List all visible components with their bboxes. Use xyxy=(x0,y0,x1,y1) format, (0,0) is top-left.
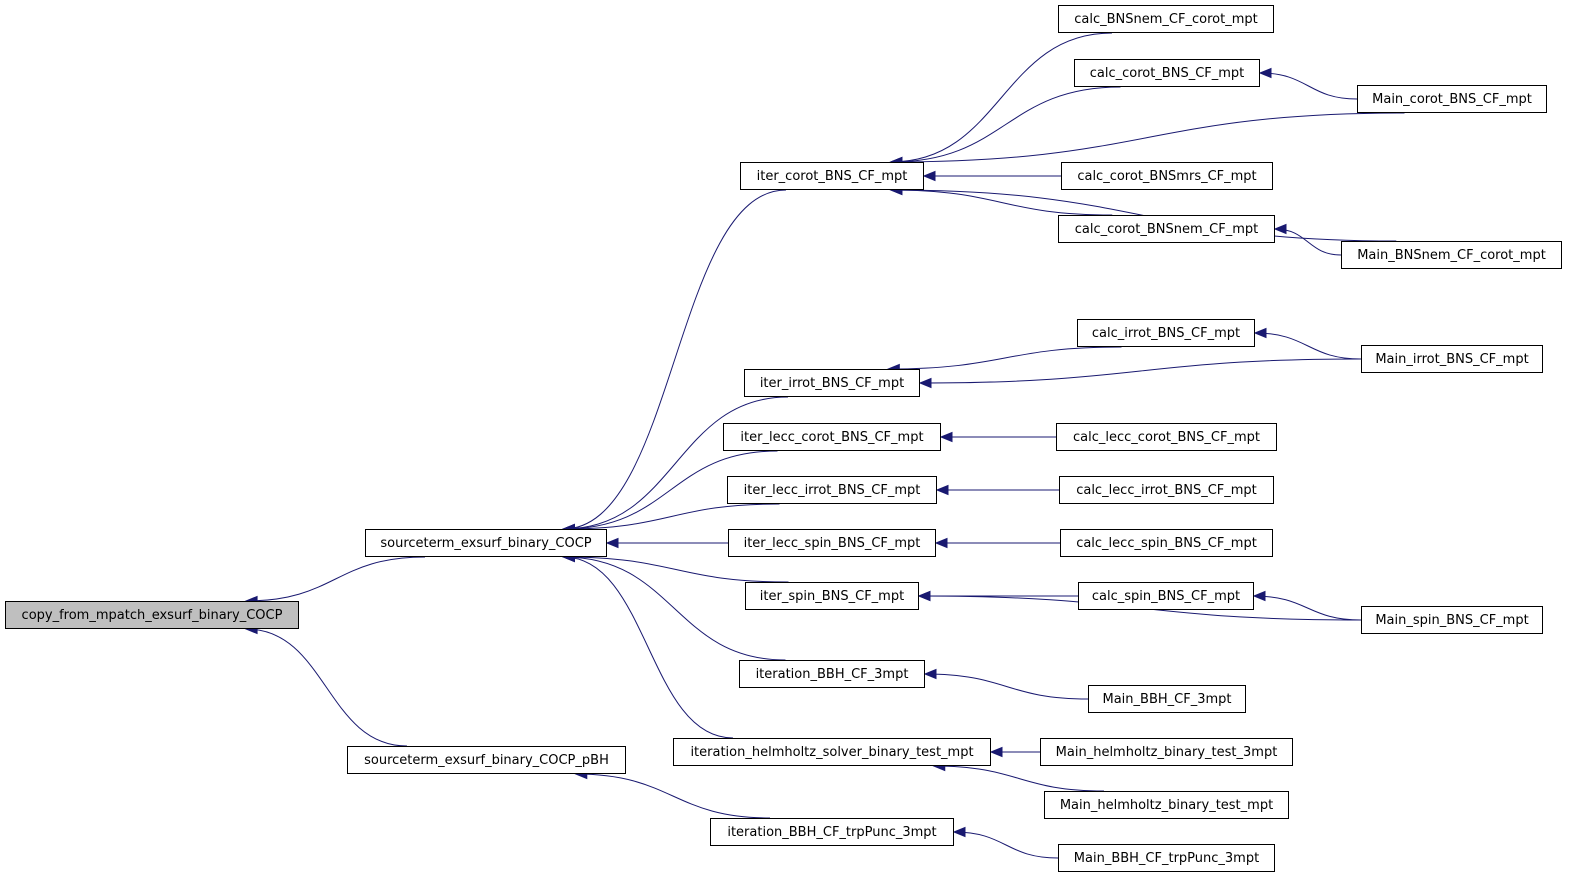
edge-line xyxy=(919,358,1362,384)
node-main-helmholtz-binary-test-mpt[interactable]: Main_helmholtz_binary_test_mpt xyxy=(1044,791,1289,819)
edge-line xyxy=(953,831,1059,859)
edge-line xyxy=(890,86,1121,163)
arrowhead-icon xyxy=(1258,67,1272,79)
node-iteration-helmholtz-solver-binary-test-mpt[interactable]: iteration_helmholtz_solver_binary_test_m… xyxy=(673,738,991,766)
edge-iter_corot_BNS_CF_mpt-to-calc_corot_BNSmrs_CF_mpt xyxy=(922,170,1061,182)
arrowhead-icon xyxy=(1252,590,1266,602)
node-main-irrot-bns-cf-mpt[interactable]: Main_irrot_BNS_CF_mpt xyxy=(1361,345,1543,373)
edge-line xyxy=(563,556,786,661)
node-main-spin-bns-cf-mpt[interactable]: Main_spin_BNS_CF_mpt xyxy=(1361,606,1543,634)
edge-sourceterm_exsurf_binary_COCP-to-iteration_helmholtz_solver_binary_test_mpt xyxy=(562,551,734,739)
edge-iteration_helmholtz_solver_binary_test_mpt-to-Main_helmholtz_binary_test_3mpt xyxy=(989,746,1040,758)
node-calc-spin-bns-cf-mpt[interactable]: calc_spin_BNS_CF_mpt xyxy=(1078,582,1254,610)
edge-iter_irrot_BNS_CF_mpt-to-calc_irrot_BNS_CF_mpt xyxy=(886,346,1122,375)
node-sourceterm-exsurf-binary-cocp[interactable]: sourceterm_exsurf_binary_COCP xyxy=(365,529,607,557)
edge-sourceterm_exsurf_binary_COCP-to-iter_irrot_BNS_CF_mpt xyxy=(562,396,789,535)
arrowhead-icon xyxy=(917,590,931,602)
edge-sourceterm_exsurf_binary_COCP-to-iter_lecc_spin_BNS_CF_mpt xyxy=(605,537,729,549)
node-calc-lecc-irrot-bns-cf-mpt[interactable]: calc_lecc_irrot_BNS_CF_mpt xyxy=(1059,476,1274,504)
node-iteration-bbh-cf-3mpt[interactable]: iteration_BBH_CF_3mpt xyxy=(739,660,925,688)
node-main-helmholtz-binary-test-3mpt[interactable]: Main_helmholtz_binary_test_3mpt xyxy=(1040,738,1293,766)
node-iter-spin-bns-cf-mpt[interactable]: iter_spin_BNS_CF_mpt xyxy=(745,582,919,610)
edge-sourceterm_exsurf_binary_COCP_pBH-to-iteration_BBH_CF_trpPunc_3mpt xyxy=(574,768,771,819)
node-main-corot-bns-cf-mpt[interactable]: Main_corot_BNS_CF_mpt xyxy=(1357,85,1547,113)
edge-line xyxy=(563,396,789,530)
edge-iter_lecc_irrot_BNS_CF_mpt-to-calc_lecc_irrot_BNS_CF_mpt xyxy=(935,484,1059,496)
arrowhead-icon xyxy=(1253,327,1267,339)
edge-iter_corot_BNS_CF_mpt-to-calc_corot_BNS_CF_mpt xyxy=(889,86,1121,168)
edge-line xyxy=(1254,332,1362,360)
node-iter-lecc-corot-bns-cf-mpt[interactable]: iter_lecc_corot_BNS_CF_mpt xyxy=(723,423,941,451)
edge-line xyxy=(888,346,1122,370)
node-main-bnsnem-cf-corot-mpt[interactable]: Main_BNSnem_CF_corot_mpt xyxy=(1341,241,1562,269)
edge-line xyxy=(890,32,1113,163)
edge-iter_irrot_BNS_CF_mpt-to-Main_irrot_BNS_CF_mpt xyxy=(918,358,1362,389)
edge-calc_corot_BNSnem_CF_mpt-to-Main_BNSnem_CF_corot_mpt xyxy=(1273,223,1342,256)
arrowhead-icon xyxy=(935,484,949,496)
node-main-bbh-cf-trppunc-3mpt[interactable]: Main_BBH_CF_trpPunc_3mpt xyxy=(1058,844,1275,872)
node-calc-corot-bnsmrs-cf-mpt[interactable]: calc_corot_BNSmrs_CF_mpt xyxy=(1061,162,1273,190)
edge-calc_spin_BNS_CF_mpt-to-Main_spin_BNS_CF_mpt xyxy=(1252,590,1362,621)
edge-line xyxy=(575,773,771,819)
edge-iter_lecc_corot_BNS_CF_mpt-to-calc_lecc_corot_BNS_CF_mpt xyxy=(939,431,1056,443)
edge-copy_from_mpatch_exsurf_binary_COCP-to-sourceterm_exsurf_binary_COCP xyxy=(244,556,426,607)
node-iter-lecc-irrot-bns-cf-mpt[interactable]: iter_lecc_irrot_BNS_CF_mpt xyxy=(727,476,937,504)
arrowhead-icon xyxy=(952,826,966,838)
node-calc-corot-bnsnem-cf-mpt[interactable]: calc_corot_BNSnem_CF_mpt xyxy=(1058,215,1275,243)
edge-line xyxy=(563,556,734,739)
node-calc-irrot-bns-cf-mpt[interactable]: calc_irrot_BNS_CF_mpt xyxy=(1077,319,1255,347)
node-iteration-bbh-cf-trppunc-3mpt[interactable]: iteration_BBH_CF_trpPunc_3mpt xyxy=(710,818,954,846)
arrowhead-icon xyxy=(918,377,932,389)
arrowhead-icon xyxy=(922,170,936,182)
arrowhead-icon xyxy=(923,668,937,680)
edge-iter_lecc_spin_BNS_CF_mpt-to-calc_lecc_spin_BNS_CF_mpt xyxy=(934,537,1061,549)
edge-line xyxy=(933,765,1105,792)
node-calc-lecc-spin-bns-cf-mpt[interactable]: calc_lecc_spin_BNS_CF_mpt xyxy=(1060,529,1273,557)
edge-line xyxy=(246,556,426,602)
node-main-bbh-cf-3mpt[interactable]: Main_BBH_CF_3mpt xyxy=(1088,685,1246,713)
arrowhead-icon xyxy=(605,537,619,549)
node-iter-lecc-spin-bns-cf-mpt[interactable]: iter_lecc_spin_BNS_CF_mpt xyxy=(728,529,936,557)
edge-calc_corot_BNS_CF_mpt-to-Main_corot_BNS_CF_mpt xyxy=(1258,67,1358,100)
node-iter-corot-bns-cf-mpt[interactable]: iter_corot_BNS_CF_mpt xyxy=(740,162,924,190)
edge-line xyxy=(563,450,778,530)
edge-line xyxy=(890,189,1113,216)
arrowhead-icon xyxy=(939,431,953,443)
node-calc-lecc-corot-bns-cf-mpt[interactable]: calc_lecc_corot_BNS_CF_mpt xyxy=(1056,423,1277,451)
edge-line xyxy=(1259,72,1358,100)
node-sourceterm-exsurf-binary-cocp-pbh[interactable]: sourceterm_exsurf_binary_COCP_pBH xyxy=(347,746,626,774)
edge-iter_corot_BNS_CF_mpt-to-calc_BNSnem_CF_corot_mpt xyxy=(889,32,1113,168)
arrowhead-icon xyxy=(934,537,948,549)
edge-line xyxy=(1253,595,1362,621)
edge-line xyxy=(246,628,408,747)
edge-calc_irrot_BNS_CF_mpt-to-Main_irrot_BNS_CF_mpt xyxy=(1253,327,1362,360)
edge-iteration_BBH_CF_3mpt-to-Main_BBH_CF_3mpt xyxy=(923,668,1089,700)
edge-line xyxy=(890,112,1405,163)
node-copy-from-mpatch-exsurf-binary-cocp: copy_from_mpatch_exsurf_binary_COCP xyxy=(5,601,299,629)
arrowhead-icon xyxy=(1273,223,1287,235)
node-iter-irrot-bns-cf-mpt[interactable]: iter_irrot_BNS_CF_mpt xyxy=(744,369,920,397)
edge-iter_corot_BNS_CF_mpt-to-Main_corot_BNS_CF_mpt xyxy=(889,112,1405,168)
node-calc-corot-bns-cf-mpt[interactable]: calc_corot_BNS_CF_mpt xyxy=(1074,59,1260,87)
arrowhead-icon xyxy=(989,746,1003,758)
edge-iteration_BBH_CF_trpPunc_3mpt-to-Main_BBH_CF_trpPunc_3mpt xyxy=(952,826,1059,859)
edge-copy_from_mpatch_exsurf_binary_COCP-to-sourceterm_exsurf_binary_COCP_pBH xyxy=(244,623,408,747)
edge-line xyxy=(924,673,1089,700)
edge-line xyxy=(563,189,787,530)
node-calc-bnsnem-cf-corot-mpt[interactable]: calc_BNSnem_CF_corot_mpt xyxy=(1058,5,1274,33)
edge-line xyxy=(563,556,789,583)
edge-line xyxy=(563,503,780,530)
